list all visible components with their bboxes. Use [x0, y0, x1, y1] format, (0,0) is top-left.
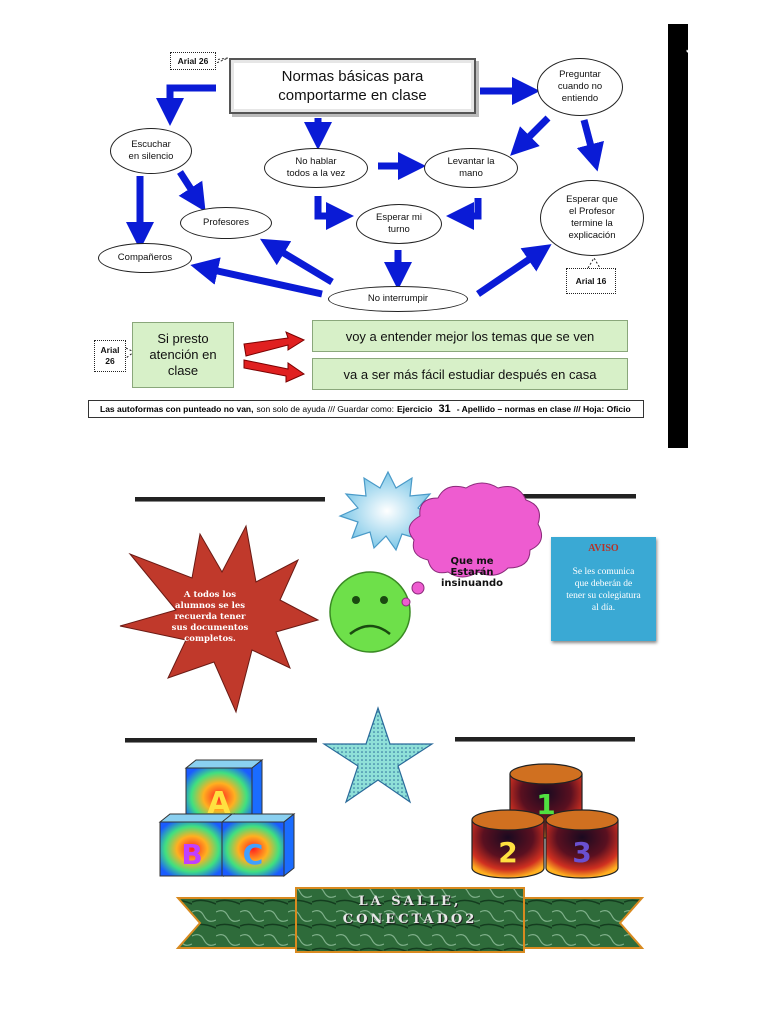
abc-blocks [158, 758, 296, 878]
result-1: voy a entender mejor los temas que se ve… [312, 320, 628, 352]
thought-cloud [408, 482, 543, 578]
node-esperar-profesor: Esperar que el Profesor termine la expli… [540, 180, 644, 256]
divider-line [455, 737, 635, 742]
footer-part3: Ejercicio [397, 404, 433, 414]
diagram-title: Normas básicas para comportarme en clase [229, 58, 476, 114]
exercise-label: Ejercicio Nº 31 [686, 42, 700, 126]
star-message: A todos los alumnos se les recuerda tene… [171, 590, 249, 644]
note-tail [587, 257, 601, 269]
aviso-body: Se les comunica que deberán de tener su … [566, 567, 641, 613]
cylinder-number-1: 1 [536, 788, 556, 821]
arrow-nointerrumpir-to-companeros [190, 257, 323, 298]
footer-instructions: Las autoformas con punteado no van, son … [88, 400, 644, 418]
decorations [119, 470, 656, 953]
banner-text: LA SALLE, CONECTADO2 [342, 894, 478, 927]
divider-line [135, 497, 325, 502]
red-star-shape [119, 524, 320, 714]
numbered-cylinders [471, 763, 619, 879]
block-letter-b: B [181, 838, 203, 871]
arrow-preguntar-to-levantar [510, 115, 551, 156]
exercise-sidebar: Ejercicio Nº 31 [668, 24, 700, 448]
cylinder-number-3: 3 [572, 836, 592, 869]
red-arrow-top [243, 331, 306, 357]
footer-part5: - Apellido – normas en clase /// Hoja: O… [456, 404, 631, 414]
node-esperar-turno: Esperar mi turno [356, 204, 442, 244]
cloud-message: Que me Estarán insinuando [440, 556, 504, 589]
block-letter-a: A [207, 786, 231, 821]
note-arial16: Arial 16 [566, 268, 616, 294]
ribbon-banner [175, 887, 645, 953]
node-no-hablar: No hablar todos a la vez [264, 148, 368, 188]
dotted-star-shape [321, 706, 435, 804]
note-arial26-left: Arial 26 [94, 340, 126, 372]
arrow-nohablar-to-turno [314, 196, 354, 230]
sad-face [329, 571, 411, 653]
arrow-nointerrumpir-to-profesores [259, 238, 334, 286]
arrow-nointerrumpir-to-esperar [476, 244, 552, 297]
node-no-interrumpir: No interrumpir [328, 286, 468, 312]
node-escuchar: Escuchar en silencio [110, 128, 192, 174]
node-levantar: Levantar la mano [424, 148, 518, 188]
node-companeros: Compañeros [98, 243, 192, 273]
condition-box: Si presto atención en clase [132, 322, 234, 388]
result-2: va a ser más fácil estudiar después en c… [312, 358, 628, 390]
arrow-title-to-escuchar [156, 84, 216, 126]
arrow-escuchar-to-profesores [177, 170, 206, 212]
flow-arrows [125, 57, 604, 383]
node-profesores: Profesores [180, 207, 272, 239]
note-arial26-top: Arial 26 [170, 52, 216, 70]
cylinder-number-2: 2 [498, 836, 518, 869]
divider-line [446, 494, 636, 499]
arrow-levantar-to-turno [446, 198, 482, 230]
footer-part2: son solo de ayuda /// Guardar como: [256, 404, 395, 414]
arrow-preguntar-to-esperar [576, 119, 604, 172]
node-preguntar: Preguntar cuando no entiendo [537, 58, 623, 116]
divider-line [125, 738, 317, 743]
aviso-title: AVISO [588, 543, 619, 554]
footer-part4: 31 [438, 403, 451, 415]
footer-part1: Las autoformas con punteado no van, [100, 404, 254, 414]
block-letter-c: C [242, 838, 264, 871]
aviso-note: AVISO Se les comunica que deberán de ten… [551, 537, 656, 641]
red-arrow-bottom [243, 359, 306, 383]
note-tail [213, 57, 229, 65]
